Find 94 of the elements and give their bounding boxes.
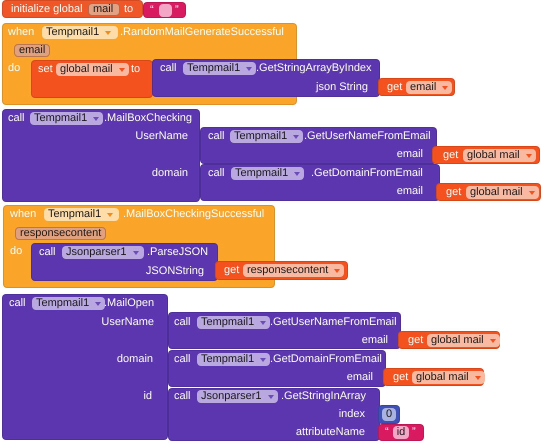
getter-block: [436, 183, 541, 201]
number-block: [378, 405, 400, 424]
method-name-label: .GetStringInArray: [281, 389, 366, 403]
parameter-chip: email: [14, 44, 50, 57]
input-label: email: [362, 333, 388, 347]
getter-block: [378, 78, 455, 96]
component-dropdown: Tempmail1: [197, 316, 270, 329]
quote-mark: “: [385, 425, 389, 439]
input-label: UserName: [135, 129, 188, 143]
variable-dropdown: global mail: [463, 149, 536, 162]
method-name-label: .MailOpen: [104, 296, 154, 310]
keyword-label: get: [393, 370, 408, 384]
keyword-label: to: [124, 2, 134, 16]
component-dropdown: Tempmail1: [230, 130, 304, 143]
method-name-label: .MailBoxCheckingSuccessful: [123, 207, 264, 221]
keyword-label: call: [174, 389, 191, 403]
input-label: attributeName: [296, 425, 365, 439]
component-dropdown: Jsonparser1: [197, 390, 278, 403]
keyword-label: get: [443, 148, 458, 162]
input-label: id: [143, 389, 152, 403]
component-dropdown: Tempmail1: [183, 62, 256, 75]
component-dropdown: Jsonparser1: [62, 246, 144, 259]
input-label: domain: [152, 166, 188, 180]
keyword-label: call: [208, 166, 225, 180]
getter-block: [215, 261, 348, 280]
keyword-label: call: [8, 111, 25, 125]
variable-dropdown: global mail: [466, 186, 539, 199]
component-dropdown: Tempmail1: [32, 297, 106, 310]
input-label: JSONString: [146, 264, 204, 278]
keyword-label: when: [8, 25, 34, 39]
method-name-label: .MailBoxChecking: [104, 111, 192, 125]
text-field: id: [393, 426, 409, 439]
keyword-label: get: [224, 263, 240, 277]
parameter-chip: responsecontent: [15, 227, 106, 240]
component-dropdown: Tempmail1: [30, 112, 104, 125]
input-label: UserName: [101, 315, 154, 329]
method-name-label: .ParseJSON: [147, 245, 208, 259]
component-dropdown: Tempmail1: [44, 208, 119, 221]
method-call-block: [152, 59, 380, 97]
component-dropdown: Tempmail1: [231, 167, 304, 180]
keyword-label: call: [174, 352, 191, 366]
keyword-label: get: [387, 80, 402, 94]
variable-declaration-block: [2, 0, 143, 18]
variable-dropdown: global mail: [412, 371, 485, 384]
keyword-label: to: [131, 62, 140, 76]
setter-block: [31, 60, 153, 98]
variable-dropdown: email: [406, 81, 452, 94]
input-label: domain: [116, 352, 153, 366]
method-call-block: [200, 164, 440, 201]
component-dropdown: Tempmail1: [42, 26, 118, 39]
method-name-label: .GetUserNameFromEmail: [270, 315, 397, 329]
text-string-block: [378, 424, 424, 441]
keyword-label: do: [8, 61, 20, 75]
method-name-label: .GetDomainFromEmail: [270, 352, 382, 366]
keyword-label: call: [174, 315, 191, 329]
method-call-block: [200, 127, 437, 164]
input-label: email: [346, 370, 373, 384]
component-dropdown: Tempmail1: [197, 353, 270, 366]
keyword-label: call: [39, 245, 56, 259]
keyword-label: get: [446, 185, 462, 199]
method-call-block: [168, 350, 386, 387]
number-field: 0: [382, 408, 396, 421]
getter-block: [398, 331, 500, 349]
method-name-label: .GetUserNameFromEmail: [304, 129, 431, 143]
keyword-label: when: [10, 207, 36, 221]
input-label: email: [396, 147, 423, 161]
keyword-label: call: [9, 296, 26, 310]
input-label: email: [396, 184, 423, 198]
keyword-label: call: [160, 61, 177, 75]
method-call-block: [168, 388, 380, 441]
method-name-label: .GetDomainFromEmail: [311, 166, 423, 180]
input-label: json String: [316, 80, 368, 94]
variable-dropdown: global mail: [56, 63, 129, 76]
quote-mark: ”: [175, 3, 179, 17]
method-name-label: .GetStringArrayByIndex: [256, 61, 372, 75]
getter-block: [432, 146, 540, 164]
keyword-label: get: [408, 333, 424, 347]
keyword-label: do: [10, 244, 22, 258]
method-call-block: [2, 109, 200, 202]
getter-block: [383, 368, 484, 386]
variable-dropdown: global mail: [427, 334, 500, 347]
quote-mark: “: [150, 3, 154, 17]
keyword-label: set: [38, 62, 53, 76]
method-call-block: [31, 243, 218, 281]
keyword-label: initialize global: [11, 2, 83, 16]
keyword-label: call: [208, 129, 225, 143]
variable-dropdown: responsecontent: [243, 264, 344, 277]
quote-mark: ”: [412, 425, 416, 439]
method-name-label: .RandomMailGenerateSuccessful: [120, 25, 284, 39]
variable-name-field: mail: [88, 3, 120, 16]
method-call-block: [168, 312, 401, 349]
text-string-block: [143, 2, 186, 18]
method-call-block: [2, 294, 168, 440]
input-label: index: [338, 407, 365, 421]
